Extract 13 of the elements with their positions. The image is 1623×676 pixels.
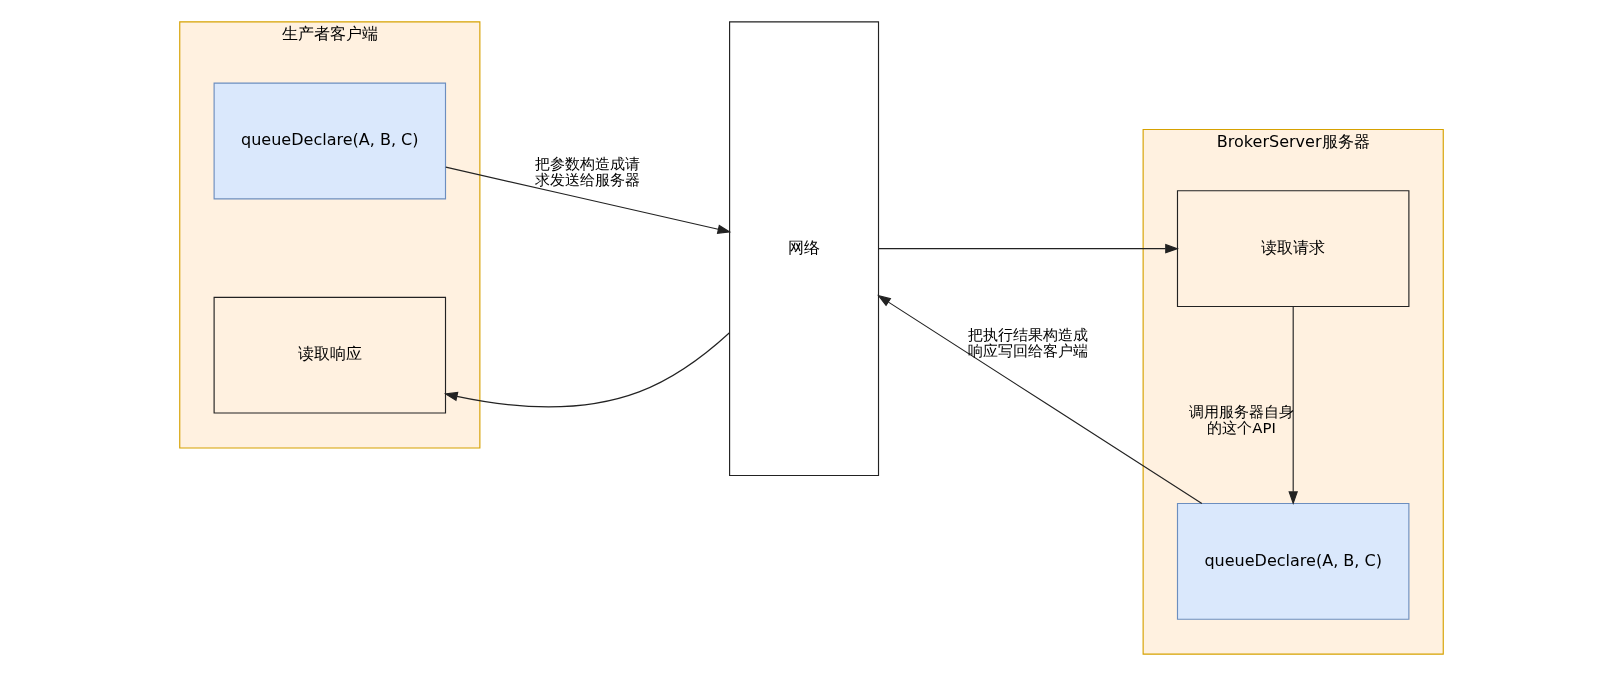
arrow xyxy=(443,332,731,408)
node-box: 网络 xyxy=(729,21,880,477)
arrow xyxy=(1288,306,1298,506)
edge-label: 调用服务器自身的这个API xyxy=(1189,403,1295,438)
node-box: 读取请求 xyxy=(1176,190,1410,308)
arrow xyxy=(877,294,1203,505)
edge-label: 把执行结果构造成响应写回给客户端 xyxy=(968,325,1088,360)
node-box: 读取响应 xyxy=(213,296,447,414)
node-box: queueDeclare(A, B, C) xyxy=(1176,502,1410,620)
edge-label: 把参数构造成请求发送给服务器 xyxy=(535,154,641,189)
arrow xyxy=(445,166,732,234)
arrow xyxy=(878,243,1179,254)
node-box: queueDeclare(A, B, C) xyxy=(213,82,447,200)
